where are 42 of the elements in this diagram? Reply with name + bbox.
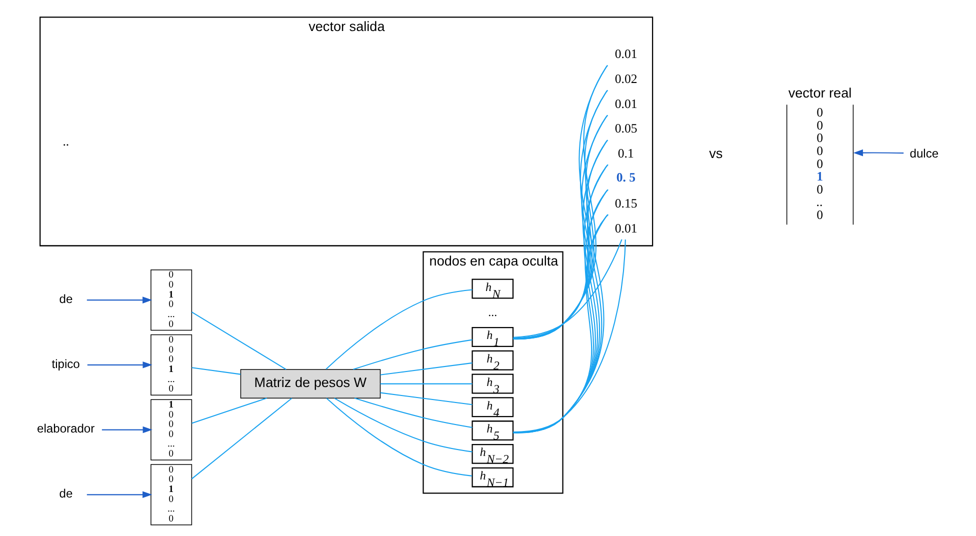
node-text: .. (62, 134, 69, 148)
node-box: Matriz de pesos W (240, 369, 380, 398)
connector (325, 289, 472, 370)
label: vs (708, 146, 722, 161)
arrow (86, 296, 152, 304)
node-text: 0. 5 (616, 170, 636, 185)
arrow (86, 491, 152, 498)
node-box: 0 0 1 0 ... 0 (150, 464, 192, 526)
node-text: 0.02 (614, 72, 637, 86)
node-text: 0.01 (614, 221, 637, 236)
node-text: vector real 0 0 0 0 0 1 0 .. 0 (788, 85, 852, 222)
arrow (852, 149, 904, 156)
node-box: 0 0 0 1 ... 0 (150, 334, 192, 396)
node-text: 0.01 (614, 96, 637, 111)
node-box: 0 0 1 0 ... 0 (150, 270, 192, 331)
node-text: 0.1 (617, 146, 634, 161)
connector (326, 398, 472, 476)
node-text: 0.05 (614, 122, 637, 136)
connector (512, 239, 626, 433)
connector (352, 339, 472, 370)
connector (191, 398, 266, 424)
connector (380, 362, 472, 376)
node-text: 0.01 (614, 47, 637, 62)
node-text: elaborador (36, 422, 94, 436)
connector (191, 312, 286, 370)
label: ... (488, 304, 497, 319)
arrow (101, 426, 152, 434)
connector (334, 398, 472, 452)
connector (190, 398, 292, 480)
node-text: 0.15 (614, 196, 637, 210)
connector (380, 383, 472, 384)
connector (380, 392, 472, 406)
node-text: de (58, 292, 72, 306)
node-box: 1 0 0 0 ... 0 (150, 399, 192, 460)
node-text: dulce (909, 146, 938, 160)
node-text: tipico (51, 356, 80, 371)
connector (512, 239, 622, 338)
connector (512, 214, 608, 339)
connector (191, 367, 240, 375)
connector (354, 398, 472, 428)
node-text: de (58, 486, 72, 501)
arrow (86, 362, 152, 368)
